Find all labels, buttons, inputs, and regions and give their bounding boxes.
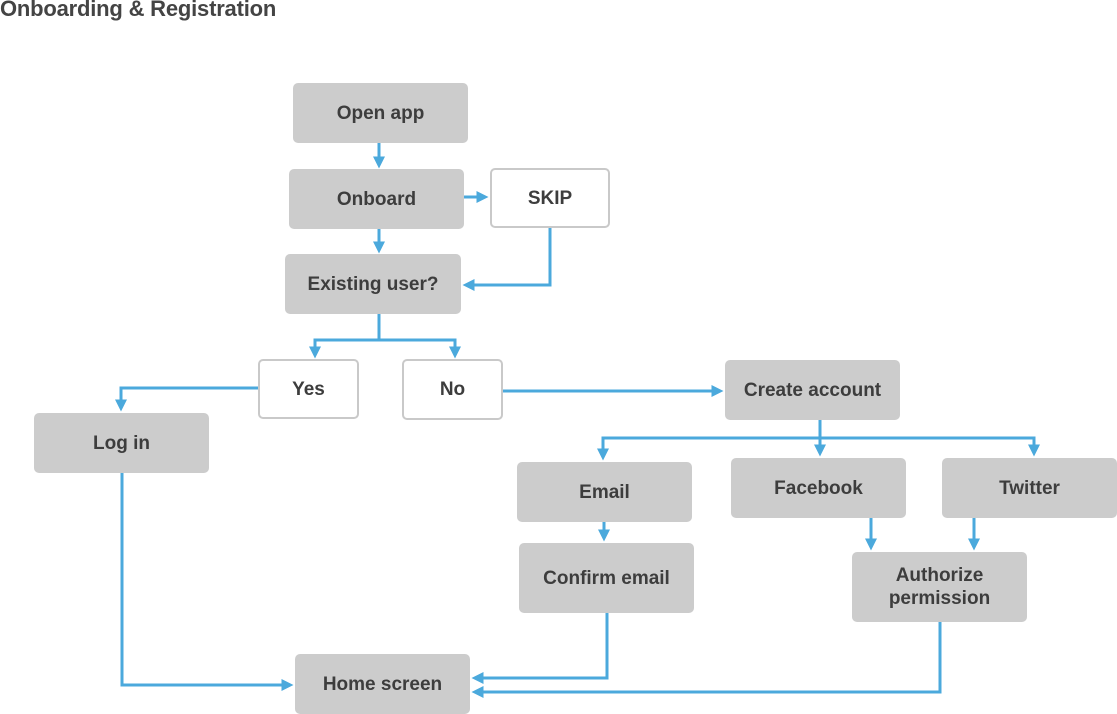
edge-log-in-to-home-screen bbox=[120, 473, 294, 691]
node-confirm-email: Confirm email bbox=[519, 543, 694, 613]
edge-skip-to-existing-user bbox=[462, 227, 552, 291]
node-open-app: Open app bbox=[293, 83, 468, 143]
node-existing-user: Existing user? bbox=[285, 254, 461, 314]
edge-create-account-to-email bbox=[597, 436, 820, 461]
node-authorize-permission: Authorize permission bbox=[852, 552, 1027, 622]
edge-create-account-to-twitter bbox=[820, 436, 1040, 457]
edge-confirm-email-to-home-screen bbox=[471, 613, 609, 684]
node-log-in: Log in bbox=[34, 413, 209, 473]
node-yes: Yes bbox=[258, 359, 359, 419]
node-facebook: Facebook bbox=[731, 458, 906, 518]
edge-authorize-to-home-screen bbox=[471, 622, 942, 698]
edge-existing-user-to-no bbox=[379, 338, 461, 359]
node-twitter: Twitter bbox=[942, 458, 1117, 518]
edge-yes-to-log-in bbox=[115, 386, 259, 412]
node-onboard: Onboard bbox=[289, 169, 464, 229]
node-no: No bbox=[402, 359, 503, 420]
edge-existing-user-to-yes bbox=[309, 338, 379, 359]
node-skip: SKIP bbox=[490, 168, 610, 228]
node-home-screen: Home screen bbox=[295, 654, 470, 714]
node-create-account: Create account bbox=[725, 360, 900, 420]
node-email: Email bbox=[517, 462, 692, 522]
diagram-title: Onboarding & Registration bbox=[0, 0, 277, 21]
